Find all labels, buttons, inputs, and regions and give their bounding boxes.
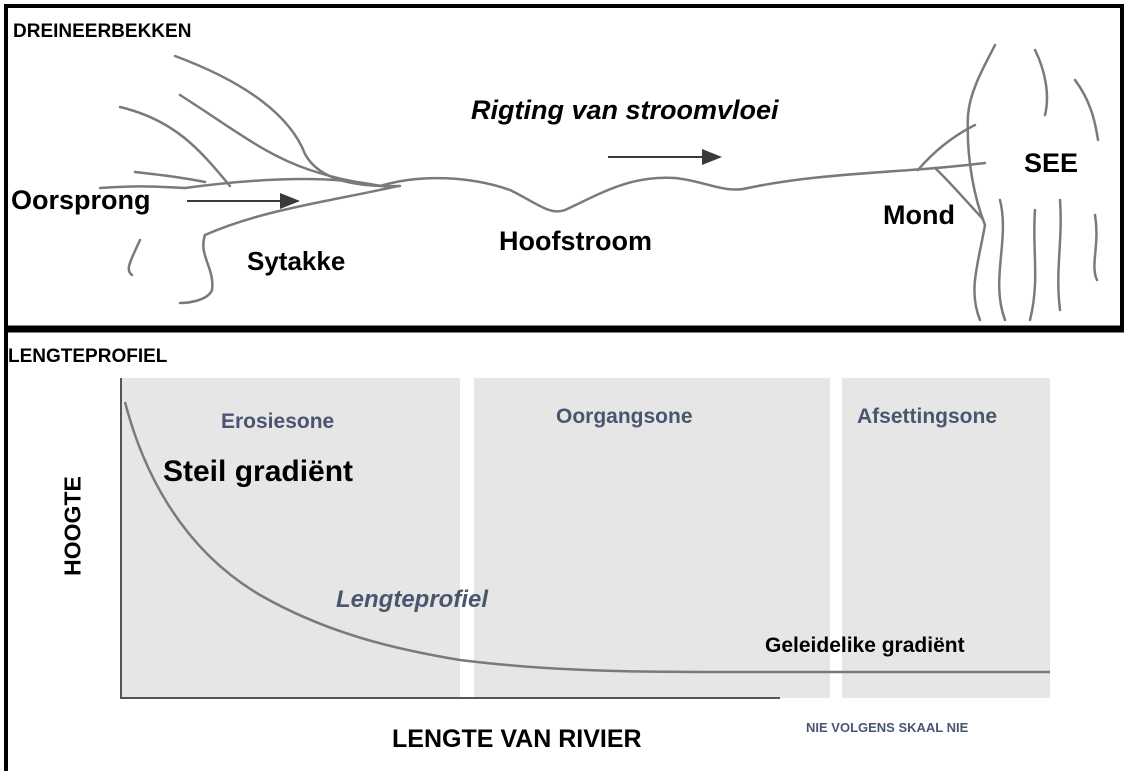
- tributary-line: [203, 184, 400, 237]
- coastline: [1028, 208, 1037, 322]
- zone-erosion-label: Erosiesone: [221, 410, 335, 433]
- sea-label: SEE: [1024, 148, 1079, 178]
- tributary-line: [118, 105, 232, 188]
- source-label: Oorsprong: [11, 185, 151, 215]
- zone-transition-background: [474, 378, 830, 698]
- coastline: [998, 198, 1007, 322]
- steep-gradient-label: Steil gradiënt: [163, 455, 354, 488]
- zone-transition-label: Oorgangsone: [556, 405, 693, 428]
- drainage-basin-title: DREINEERBEKKEN: [13, 21, 192, 42]
- scale-note-background: [780, 698, 1110, 758]
- main-stream-label: Hoofstroom: [499, 226, 652, 256]
- profile-curve-label: Lengteprofiel: [336, 586, 489, 613]
- gentle-gradient-label: Geleidelike gradiënt: [765, 634, 965, 657]
- scale-note: NIE VOLGENS SKAAL NIE: [806, 720, 969, 735]
- coastline: [966, 43, 997, 322]
- tributary-line: [173, 54, 402, 188]
- tributary-line: [98, 185, 187, 190]
- tributary-line: [127, 238, 142, 277]
- profile-title: LENGTEPROFIEL: [8, 346, 168, 367]
- coastline: [1073, 78, 1100, 142]
- longitudinal-profile-curve: [123, 401, 1050, 674]
- zone-erosion-background: [121, 378, 460, 698]
- zone-deposition-label: Afsettingsone: [857, 405, 998, 428]
- coastline: [1057, 198, 1062, 312]
- y-axis-label: HOOGTE: [59, 476, 86, 576]
- mouth-branch-line: [933, 166, 984, 220]
- coastline: [1093, 213, 1099, 282]
- mouth-branch-line: [916, 123, 977, 172]
- flow-direction-label: Rigting van stroomvloei: [471, 95, 779, 125]
- tributaries-label: Sytakke: [247, 246, 346, 276]
- tributary-line: [133, 170, 207, 184]
- x-axis-label: LENGTE VAN RIVIER: [392, 725, 642, 753]
- coastline: [1033, 48, 1049, 117]
- mouth-label: Mond: [883, 200, 955, 230]
- tributary-line: [178, 93, 392, 189]
- zone-deposition-background: [842, 378, 1050, 698]
- tributary-line: [178, 233, 214, 305]
- river-network: [98, 43, 1100, 322]
